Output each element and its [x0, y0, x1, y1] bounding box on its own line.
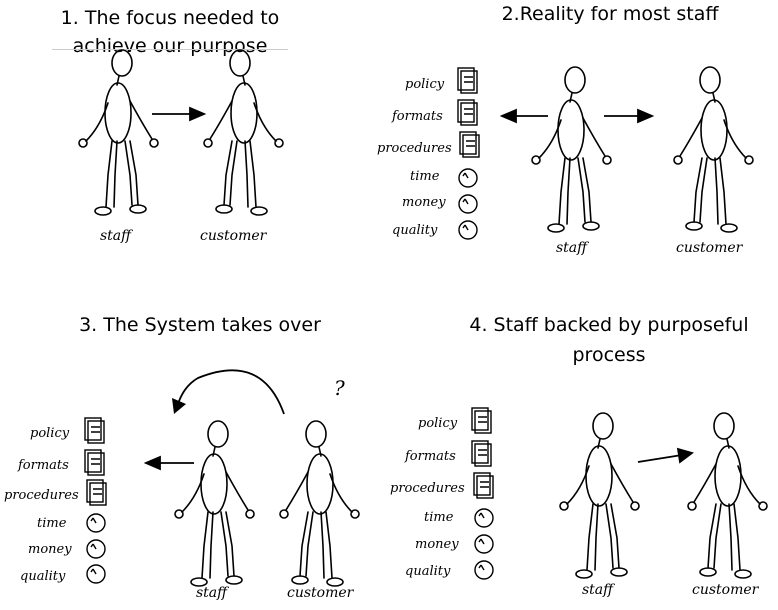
panel-4-staff-label: staff: [582, 582, 614, 598]
panel-3-item-procedures: procedures: [4, 488, 79, 503]
panel-1-staff-label: staff: [100, 228, 132, 244]
panel-3-question-mark: ?: [334, 376, 345, 400]
panel-3-item-time: time: [37, 516, 67, 531]
panel-4-title-line-1: 4. Staff backed by purposeful: [469, 314, 749, 336]
panel-2-right-arrow: [604, 108, 655, 124]
panel-2-icons: [457, 67, 480, 240]
panel-3-staff-label: staff: [196, 585, 228, 601]
panel-3-curved-arrow: [172, 369, 285, 415]
panel-4-item-procedures: procedures: [390, 481, 465, 496]
panel-2-item-procedures: procedures: [377, 141, 452, 156]
panel-4-item-quality: quality: [405, 564, 451, 579]
panel-2-customer-figure: [673, 66, 754, 233]
panel-4-customer-label: customer: [692, 582, 759, 598]
panel-3-arrow: [143, 455, 194, 471]
panel-2-staff-figure: [531, 66, 612, 233]
panel-1-title-line-1: 1. The focus needed to: [60, 7, 280, 29]
panel-2-item-quality: quality: [392, 223, 438, 238]
panel-2-item-time: time: [410, 169, 440, 184]
panel-3-customer-label: customer: [287, 585, 354, 601]
panel-2-staff-label: staff: [556, 240, 588, 256]
panel-3-item-money: money: [28, 542, 72, 557]
panel-2-item-money: money: [402, 195, 446, 210]
panel-3-item-policy: policy: [30, 426, 70, 441]
title-underline: [52, 49, 288, 50]
panel-4-item-time: time: [424, 510, 454, 525]
panel-2-item-policy: policy: [405, 77, 445, 92]
panel-2-customer-label: customer: [676, 240, 743, 256]
panel-3-icons: [84, 417, 107, 584]
panel-4-icons: [471, 407, 494, 580]
panel-1-title-line-2: achieve our purpose: [72, 35, 268, 57]
panel-2-item-formats: formats: [392, 109, 443, 124]
panel-1-customer-label: customer: [200, 228, 267, 244]
panel-3-item-formats: formats: [18, 458, 69, 473]
panel-4-item-policy: policy: [418, 416, 458, 431]
panel-3-staff-figure: [174, 420, 255, 587]
panel-2-title: 2.Reality for most staff: [501, 3, 719, 25]
panel-4-item-formats: formats: [405, 449, 456, 464]
panel-1-arrow: [152, 106, 207, 122]
panel-1-staff-figure: [78, 49, 159, 216]
panel-4-item-money: money: [415, 537, 459, 552]
panel-1-customer-figure: [203, 49, 284, 216]
panel-3-title: 3. The System takes over: [79, 314, 321, 336]
panel-4-title-line-2: process: [572, 344, 646, 366]
panel-4-customer-figure: [687, 412, 768, 579]
panel-3-item-quality: quality: [20, 569, 66, 584]
panel-4-arrow: [637, 447, 694, 464]
panel-3-customer-figure: [279, 420, 360, 587]
panel-2-left-arrow: [499, 108, 548, 124]
panel-4-staff-figure: [559, 412, 640, 579]
